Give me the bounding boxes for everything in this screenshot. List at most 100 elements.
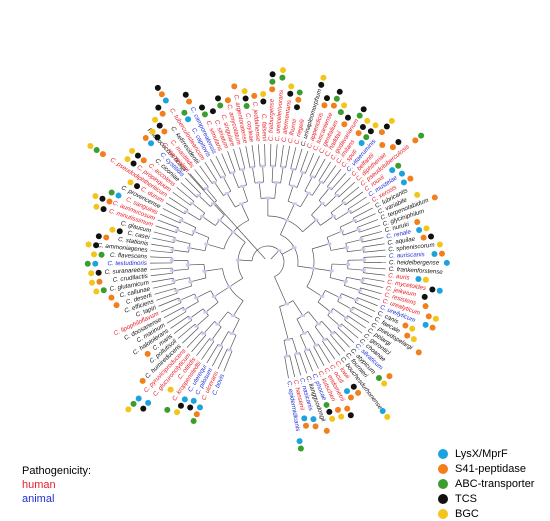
gene-presence-dot (91, 251, 97, 257)
support-node-marker (327, 187, 331, 190)
gene-presence-dot (164, 407, 170, 413)
gene-presence-dot (199, 104, 205, 110)
tree-branch (202, 341, 214, 359)
gene-presence-dot (225, 97, 231, 103)
gene-presence-dot (415, 276, 421, 282)
tree-branch (213, 204, 224, 216)
gene-presence-dot (373, 122, 379, 128)
support-node-marker (240, 168, 244, 171)
gene-presence-dot (117, 228, 123, 234)
tree-branch (185, 178, 200, 194)
gene-presence-dot (186, 99, 192, 105)
gene-presence-dot (444, 260, 450, 266)
tree-branch (204, 322, 215, 334)
tree-branch (338, 328, 354, 343)
tree-branch (210, 159, 221, 178)
tree-branch (206, 302, 218, 312)
gene-presence-dot (150, 129, 156, 135)
tree-branch (243, 186, 248, 201)
tree-branch (318, 302, 331, 312)
tree-branch (342, 187, 359, 201)
support-node-marker (291, 168, 295, 171)
gene-presence-dot (423, 225, 429, 231)
gene-presence-dot (269, 86, 275, 92)
gene-presence-dot (384, 414, 390, 420)
gene-presence-dot (361, 106, 367, 112)
gene-presence-dot (96, 270, 102, 276)
gene-presence-dot (348, 395, 354, 401)
tree-branch (334, 331, 349, 347)
tree-branch (241, 204, 249, 220)
support-node-marker (295, 352, 299, 355)
tree-branch (300, 335, 306, 350)
tree-branch (270, 144, 271, 166)
tree-branch (177, 187, 194, 201)
gene-presence-dot (379, 129, 385, 135)
gene-presence-dot (155, 105, 161, 111)
gene-presence-dot (161, 128, 167, 134)
tree-branch (172, 269, 188, 270)
gene-presence-dot (135, 153, 141, 159)
support-node-marker (285, 355, 289, 358)
tree-branch (322, 341, 334, 359)
tree-branch (242, 169, 246, 184)
gene-presence-dot (389, 167, 395, 173)
legend-label: TCS (455, 493, 477, 505)
tree-branch (174, 278, 190, 281)
tree-branch (297, 173, 303, 188)
support-node-marker (320, 202, 324, 205)
support-node-marker (194, 325, 198, 328)
tree-branch (153, 283, 174, 288)
tree-branch (301, 151, 308, 172)
support-node-marker (361, 269, 365, 272)
tree-branch (363, 244, 385, 247)
gene-presence-dot (215, 95, 221, 101)
gene-presence-dot (297, 89, 303, 95)
tree-branch (223, 177, 230, 191)
tree-branch (362, 283, 383, 288)
support-node-marker (328, 311, 332, 314)
tree-branch (315, 327, 324, 340)
gene-presence-dot (103, 234, 109, 240)
support-node-marker (170, 259, 174, 262)
support-node-marker (327, 242, 331, 245)
gene-presence-dot (145, 351, 151, 357)
gene-presence-dot (187, 405, 193, 411)
gene-presence-dot (101, 287, 107, 293)
gene-presence-dot (231, 83, 237, 89)
tree-branch (170, 316, 188, 328)
gene-presence-dot (109, 227, 115, 233)
gene-presence-dot (368, 128, 374, 134)
legend-item-tcs: TCS (438, 491, 534, 506)
support-node-marker (354, 299, 358, 302)
support-node-marker (202, 332, 206, 335)
gene-presence-dot (313, 423, 319, 429)
tree-branch (348, 269, 364, 270)
tree-branch (285, 357, 289, 379)
tree-branch (194, 231, 209, 237)
gene-presence-dot (92, 261, 98, 267)
tree-branch (173, 250, 189, 252)
tree-branch (293, 301, 303, 316)
support-node-marker (212, 181, 216, 184)
support-node-marker (337, 296, 341, 299)
gene-presence-dot (421, 235, 427, 241)
tree-branch (150, 257, 172, 258)
support-node-marker (179, 219, 183, 222)
gene-presence-dot (288, 83, 294, 89)
tree-branch (308, 331, 316, 345)
support-node-marker (184, 210, 188, 213)
support-node-marker (240, 185, 244, 188)
support-node-marker (306, 192, 310, 195)
tree-branch (164, 307, 183, 317)
tree-branch (212, 327, 221, 340)
support-node-marker (257, 181, 261, 184)
tree-branch (176, 286, 191, 291)
gene-presence-dot (324, 428, 330, 434)
tree-branch (359, 225, 380, 232)
gene-presence-dot (157, 123, 163, 129)
support-node-marker (346, 263, 350, 266)
support-node-marker (204, 243, 208, 246)
